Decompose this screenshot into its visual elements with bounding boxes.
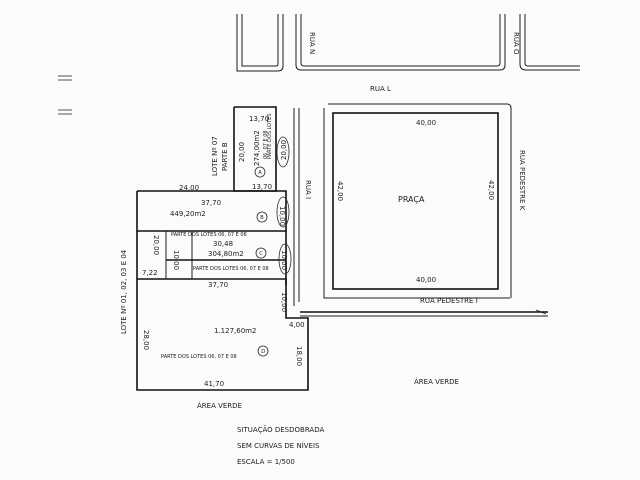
lote-07-dim-bottom: 13,70 — [252, 183, 272, 191]
lote-07-dim-side-right: 20,00 — [280, 140, 288, 160]
legend-line-3: ESCALA = 1/500 — [237, 458, 295, 466]
label-rua-i: RUA I — [304, 180, 312, 199]
lote-07-area: 274,00m2 — [253, 130, 261, 166]
lote-07-part: PARTE B — [221, 142, 229, 171]
lot-d-area: 1.127,60m2 — [214, 327, 256, 335]
lot-c-note: PARTE DOS LOTES 06, 07 E 08 — [193, 266, 269, 272]
lote-01-title: LOTE Nº 01, 02, 03 E 04 — [120, 249, 128, 334]
area-verde-right: ÁREA VERDE — [414, 377, 459, 386]
praca-dim-bottom: 40,00 — [416, 276, 436, 284]
lote-07-parte-dos-lotes: PARTE DOS LOTES — [267, 113, 273, 159]
lot-b-dim-right: 10,00 — [278, 206, 286, 226]
label-rua-n: RUA N — [308, 32, 316, 54]
lot-boundaries — [136, 106, 309, 391]
marker-a: A — [258, 170, 262, 176]
legend: SITUAÇÃO DESDOBRADA SEM CURVAS DE NÍVEIS… — [237, 425, 324, 466]
lot-b-dim-top: 37,70 — [201, 199, 221, 207]
lot-b-dim-left-top: 24,00 — [179, 184, 199, 192]
label-rua-l: RUA L — [370, 85, 391, 93]
lote-07-title: LOTE Nº 07 — [211, 136, 219, 176]
rua-pedestre-i-edges — [300, 309, 548, 317]
marker-b: B — [260, 215, 264, 221]
marker-d: D — [261, 349, 265, 355]
praca-label: PRAÇA — [398, 195, 425, 204]
lot-c-dim-right: 10,00 — [280, 250, 288, 270]
area-verde-left: ÁREA VERDE — [197, 401, 242, 410]
praca-dim-left: 42,00 — [336, 181, 344, 201]
praca-square — [332, 112, 499, 290]
lote-07-dim-top: 13,70 — [249, 115, 269, 123]
margin-marks — [58, 75, 72, 115]
small-lot-dim-bottom: 7,22 — [142, 269, 158, 277]
lot-d-dim-left: 28,00 — [142, 330, 150, 350]
lot-c-dim-top: 30,48 — [213, 240, 233, 248]
label-rua-o: RUA O — [512, 32, 520, 55]
lot-d-dim-step: 4,00 — [289, 321, 305, 329]
lot-d-dim-bottom: 41,70 — [204, 380, 224, 388]
upper-blocks — [236, 14, 580, 72]
lot-c-area: 304,80m2 — [208, 250, 244, 258]
lote-07-parte-numbers: 06, 07 E 08 — [263, 130, 269, 159]
small-lot-dim-side: 20,00 — [152, 235, 160, 255]
legend-line-1: SITUAÇÃO DESDOBRADA — [237, 425, 324, 434]
label-rua-pedestre-i: RUA PEDESTRE I — [420, 297, 478, 305]
lot-b-note: PARTE DOS LOTES 06, 07 E 08 — [171, 232, 247, 238]
lot-c-dim-left: 10,00 — [172, 250, 180, 270]
praca-dim-right: 42,00 — [487, 180, 495, 200]
road-edges — [293, 103, 512, 306]
label-rua-pedestre-k: RUA PEDESTRE K — [518, 150, 526, 211]
lote-07-dim-side: 20,00 — [238, 142, 246, 162]
lot-d-dim-top: 37,70 — [208, 281, 228, 289]
marker-c: C — [259, 251, 263, 257]
lot-d-dim-right: 18,00 — [295, 346, 303, 366]
lot-d-dim-right-top: 10,00 — [280, 292, 288, 312]
lot-b-area: 449,20m2 — [170, 210, 206, 218]
legend-line-2: SEM CURVAS DE NÍVEIS — [237, 441, 320, 450]
praca-dim-top: 40,00 — [416, 119, 436, 127]
lot-d-note: PARTE DOS LOTES 06, 07 E 08 — [161, 354, 237, 360]
lot-markers: A B C D — [254, 136, 292, 357]
